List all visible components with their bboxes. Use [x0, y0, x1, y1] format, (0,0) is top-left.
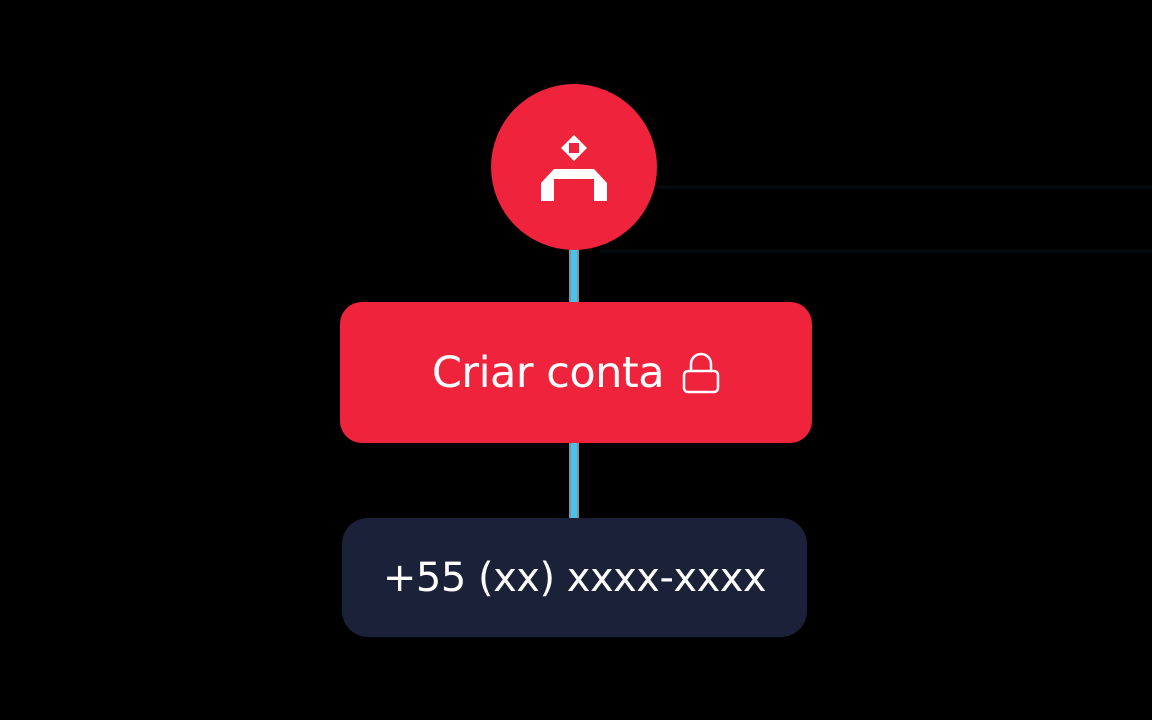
connector-avatar-to-button [571, 248, 577, 304]
decorative-line-bottom [600, 249, 1152, 253]
phone-number-value: +55 (xx) xxxx-xxxx [382, 554, 767, 601]
lock-icon [682, 352, 720, 393]
user-icon [541, 135, 607, 201]
connector-button-to-phone [571, 443, 577, 520]
phone-number-field[interactable]: +55 (xx) xxxx-xxxx [342, 518, 807, 637]
decorative-line-top [655, 185, 1152, 189]
create-account-button[interactable]: Criar conta [340, 302, 812, 443]
create-account-label: Criar conta [431, 347, 665, 398]
user-avatar [491, 84, 657, 250]
